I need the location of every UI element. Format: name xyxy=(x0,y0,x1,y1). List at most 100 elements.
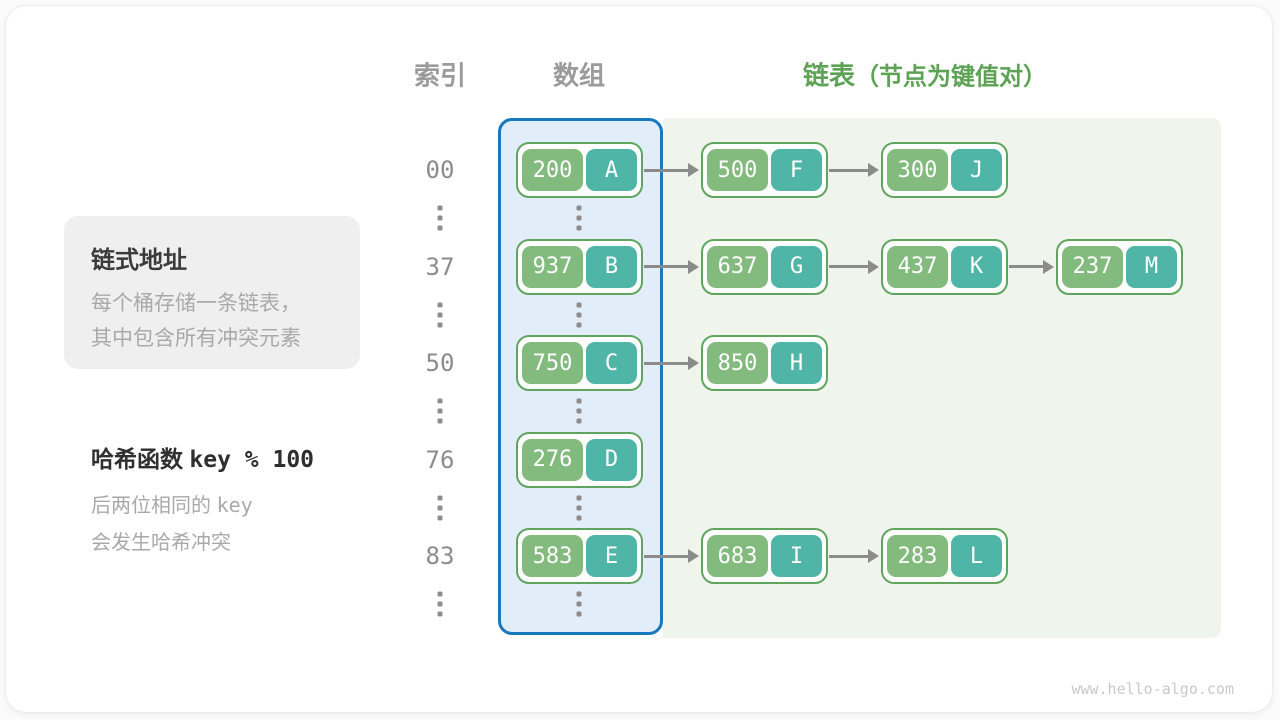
node-key: 437 xyxy=(887,245,948,288)
ellipsis-dot xyxy=(437,322,443,328)
ellipsis-dot xyxy=(576,225,582,231)
node-value: I xyxy=(771,535,822,577)
arrow-shaft xyxy=(644,554,690,558)
ellipsis-dot xyxy=(437,215,443,221)
node-key: 276 xyxy=(522,438,583,481)
hash-function-body: 后两位相同的 key 会发生哈希冲突 xyxy=(91,487,314,562)
ellipsis-dot xyxy=(437,515,443,521)
watermark: www.hello-algo.com xyxy=(1071,680,1234,698)
ellipsis-dot xyxy=(576,591,582,597)
vertical-ellipsis xyxy=(576,302,582,328)
node-key: 500 xyxy=(707,149,768,191)
ellipsis-dot xyxy=(576,398,582,404)
ellipsis-dot xyxy=(437,418,443,424)
node-value: G xyxy=(771,245,822,288)
hash-key-code: key xyxy=(216,493,253,517)
arrow-head-icon xyxy=(688,163,699,177)
arrow-shaft xyxy=(829,168,870,172)
legend-box: 链式地址 每个桶存储一条链表， 其中包含所有冲突元素 xyxy=(64,216,360,369)
arrow-head-icon xyxy=(868,259,879,274)
ellipsis-dot xyxy=(437,495,443,501)
node-key: 850 xyxy=(707,342,768,384)
legend-title: 链式地址 xyxy=(91,247,187,274)
ellipsis-dot xyxy=(576,611,582,617)
ellipsis-dot xyxy=(437,601,443,607)
node-value: K xyxy=(951,245,1002,288)
hash-note-line: 后两位相同的 key xyxy=(91,493,253,517)
ellipsis-dot xyxy=(437,225,443,231)
ellipsis-dot xyxy=(576,601,582,607)
legend-line: 每个桶存储一条链表， xyxy=(91,292,301,315)
bucket-index-label: 83 xyxy=(425,542,455,570)
vertical-ellipsis xyxy=(576,495,582,521)
ellipsis-dot xyxy=(437,408,443,414)
arrow-shaft xyxy=(644,168,690,172)
bucket-index-label: 50 xyxy=(425,349,455,377)
vertical-ellipsis xyxy=(576,205,582,231)
arrow-head-icon xyxy=(868,549,879,563)
node-key: 750 xyxy=(522,342,583,384)
arrow-shaft xyxy=(644,265,690,268)
vertical-ellipsis xyxy=(576,591,582,617)
arrow-shaft xyxy=(644,361,690,365)
vertical-ellipsis xyxy=(437,205,443,231)
node-value: F xyxy=(771,149,822,191)
ellipsis-dot xyxy=(576,505,582,511)
column-header-list: 链表 （节点为键值对） xyxy=(803,56,1047,93)
list-header-label: 链表 xyxy=(803,60,856,91)
ellipsis-dot xyxy=(437,505,443,511)
arrow-head-icon xyxy=(688,259,699,274)
legend-body: 每个桶存储一条链表， 其中包含所有冲突元素 xyxy=(91,286,360,356)
list-header-note: （节点为键值对） xyxy=(855,63,1048,91)
node-value: H xyxy=(771,342,822,384)
arrow-head-icon xyxy=(688,549,699,563)
node-value: L xyxy=(951,535,1002,577)
ellipsis-dot xyxy=(437,398,443,404)
diagram-card: 索引 数组 链表 （节点为键值对） 链式地址 每个桶存储一条链表， 其中包含所有… xyxy=(6,6,1272,712)
ellipsis-dot xyxy=(437,302,443,308)
ellipsis-dot xyxy=(576,205,582,211)
vertical-ellipsis xyxy=(576,398,582,424)
arrow-shaft xyxy=(829,554,870,558)
arrow-head-icon xyxy=(1043,259,1054,274)
ellipsis-dot xyxy=(576,515,582,521)
hash-function-title: 哈希函数 key % 100 xyxy=(91,446,315,473)
node-key: 937 xyxy=(522,245,583,288)
node-key: 637 xyxy=(707,245,768,288)
ellipsis-dot xyxy=(576,312,582,318)
ellipsis-dot xyxy=(437,591,443,597)
node-value: M xyxy=(1126,245,1177,288)
node-key: 237 xyxy=(1062,245,1123,288)
node-key: 283 xyxy=(887,535,948,577)
arrow-head-icon xyxy=(688,356,699,370)
node-value: C xyxy=(586,342,637,384)
node-value: J xyxy=(951,149,1002,191)
arrow-shaft xyxy=(1009,265,1045,268)
vertical-ellipsis xyxy=(437,302,443,328)
node-key: 200 xyxy=(522,149,583,191)
node-key: 583 xyxy=(522,535,583,577)
ellipsis-dot xyxy=(576,408,582,414)
hash-function-note: 哈希函数 key % 100 后两位相同的 key 会发生哈希冲突 xyxy=(91,440,314,562)
node-key: 300 xyxy=(887,149,948,191)
vertical-ellipsis xyxy=(437,398,443,424)
hash-note-line: 会发生哈希冲突 xyxy=(91,532,231,554)
ellipsis-dot xyxy=(437,312,443,318)
ellipsis-dot xyxy=(576,495,582,501)
column-header-index: 索引 xyxy=(413,60,467,91)
bucket-index-label: 37 xyxy=(425,252,455,281)
column-header-array: 数组 xyxy=(552,60,606,91)
node-value: E xyxy=(586,535,637,577)
ellipsis-dot xyxy=(437,205,443,211)
